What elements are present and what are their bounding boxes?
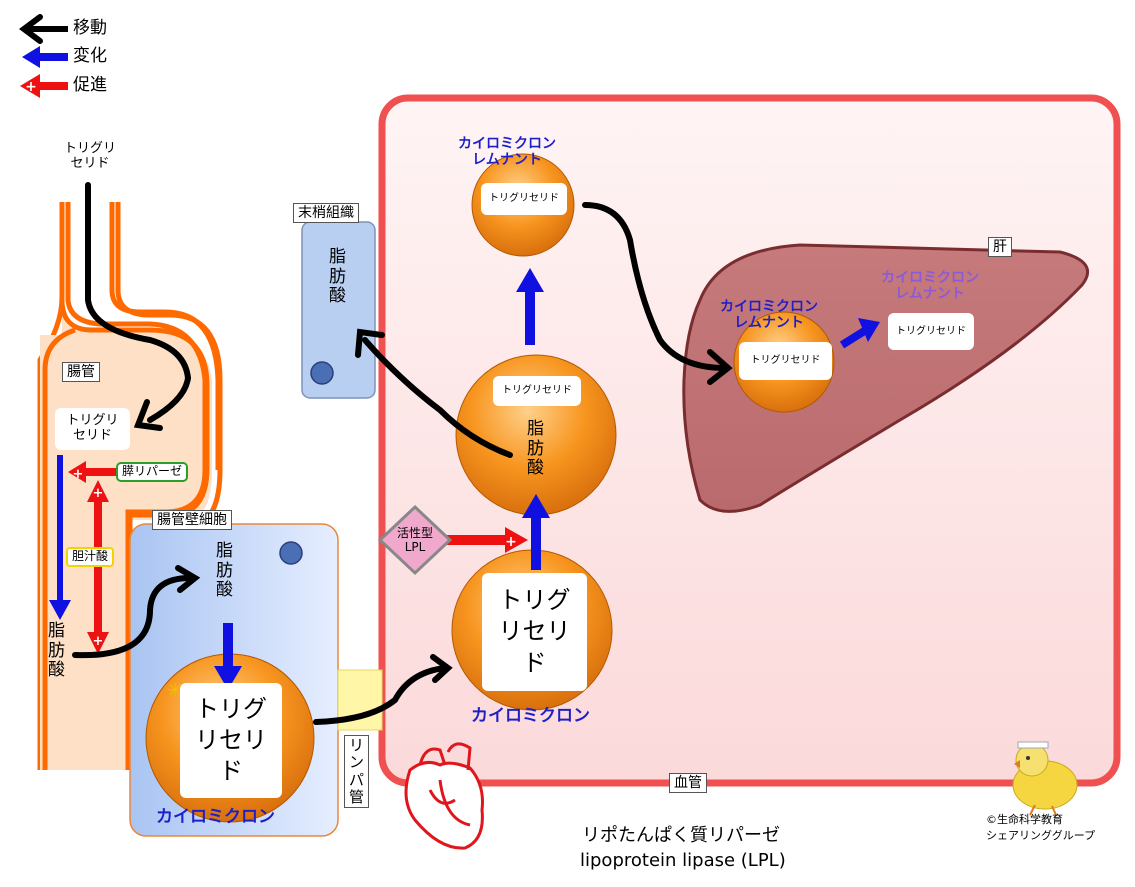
change-arrow-intestine [49, 455, 71, 620]
caption-english: lipoprotein lipase (LPL) [580, 850, 786, 871]
epithelial-chylomicron-label: カイロミクロン [156, 807, 275, 827]
active-lpl-label: 活性型 LPL [396, 526, 433, 554]
peripheral-tissue-label: 末梢組織 [293, 203, 359, 224]
bile-acid-label: 胆汁酸 [66, 547, 115, 567]
credit-line2: シェアリンググループ [986, 829, 1096, 842]
caption-japanese: リポたんぱく質リパーゼ [582, 825, 780, 846]
change-arrow-cell [214, 623, 242, 690]
legend-change-arrow [22, 46, 68, 68]
change-arrow-vessel-high [516, 268, 544, 345]
move-arrow-to-liver [582, 202, 728, 371]
credit-line1: ©生命科学教育 [986, 813, 1063, 826]
change-arrow-vessel-low [522, 494, 550, 570]
intestine-top-triglyceride: トリグリ セリド [63, 141, 116, 171]
liver-remnant-title: カイロミクロン レムナント [720, 299, 818, 332]
move-arrow-intestine-in [85, 182, 192, 423]
intestine-triglyceride: トリグリ セリド [55, 408, 130, 450]
svg-text:+: + [505, 534, 517, 550]
move-arrow-to-tissue [362, 337, 513, 458]
legend-promote-arrow: + [20, 74, 68, 98]
legend-move-label: 移動 [73, 18, 107, 38]
move-arrows [72, 182, 733, 725]
legend-promote-label: 促進 [73, 75, 107, 95]
intestine-wall-inner [65, 202, 208, 770]
svg-text:+: + [73, 467, 84, 482]
chick-mascot-icon [1012, 741, 1078, 816]
liver-label: 肝 [988, 237, 1012, 258]
liver-remnant-triglyceride-2: トリグリセリド [888, 313, 974, 350]
svg-text:+: + [93, 634, 104, 649]
vessel-remnant-triglyceride: トリグリセリド [481, 183, 567, 215]
liver-remnant-title-2: カイロミクロン レムナント [881, 270, 979, 303]
legend-change-label: 変化 [73, 46, 107, 66]
vessel-remnant-title: カイロミクロン レムナント [458, 136, 556, 169]
epithelial-triglyceride: トリグ リセリ ド [180, 683, 282, 798]
liver-remnant-triglyceride: トリグリセリド [739, 342, 832, 380]
move-arrow-to-vessel [313, 665, 448, 725]
lymph-label: リ ン パ 管 [344, 735, 370, 808]
legend-move-arrow [19, 14, 68, 44]
blood-vessel-label: 血管 [669, 773, 707, 794]
pancreatic-lipase-label: 膵リパーゼ [116, 462, 189, 482]
vessel-mid-triglyceride: トリグリセリド [493, 376, 581, 406]
promote-arrow-lpl: + [447, 527, 528, 553]
vessel-mid-fatty-acid: 脂 肪 酸 [527, 419, 544, 479]
heart-icon [404, 742, 484, 850]
intestine-wall-left [42, 327, 76, 770]
svg-text:+: + [93, 486, 104, 501]
active-lpl-diamond [377, 504, 453, 576]
peripheral-fatty-acid: 脂 肪 酸 [329, 247, 346, 307]
spark-icon: ✳ [167, 678, 184, 702]
peripheral-nucleus [310, 361, 334, 385]
svg-text:+: + [25, 79, 37, 95]
vessel-chylomicron-label: カイロミクロン [471, 706, 590, 726]
epithelial-fatty-acid: 脂 肪 酸 [216, 541, 233, 601]
move-arrow-to-cell [72, 575, 193, 659]
epithelial-cell-label: 腸管壁細胞 [152, 510, 232, 531]
promote-arrow-lipase: + [68, 461, 117, 483]
intestine-label: 腸管 [62, 362, 100, 383]
change-arrow-liver [839, 318, 880, 349]
intestine-fatty-acid: 脂 肪 酸 [48, 621, 65, 681]
vessel-chylomicron-triglyceride: トリグ リセリ ド [482, 573, 587, 691]
promote-arrow-bile: + + [87, 480, 109, 654]
epithelial-nucleus [279, 541, 303, 565]
intestine-wall-outer [109, 202, 221, 470]
